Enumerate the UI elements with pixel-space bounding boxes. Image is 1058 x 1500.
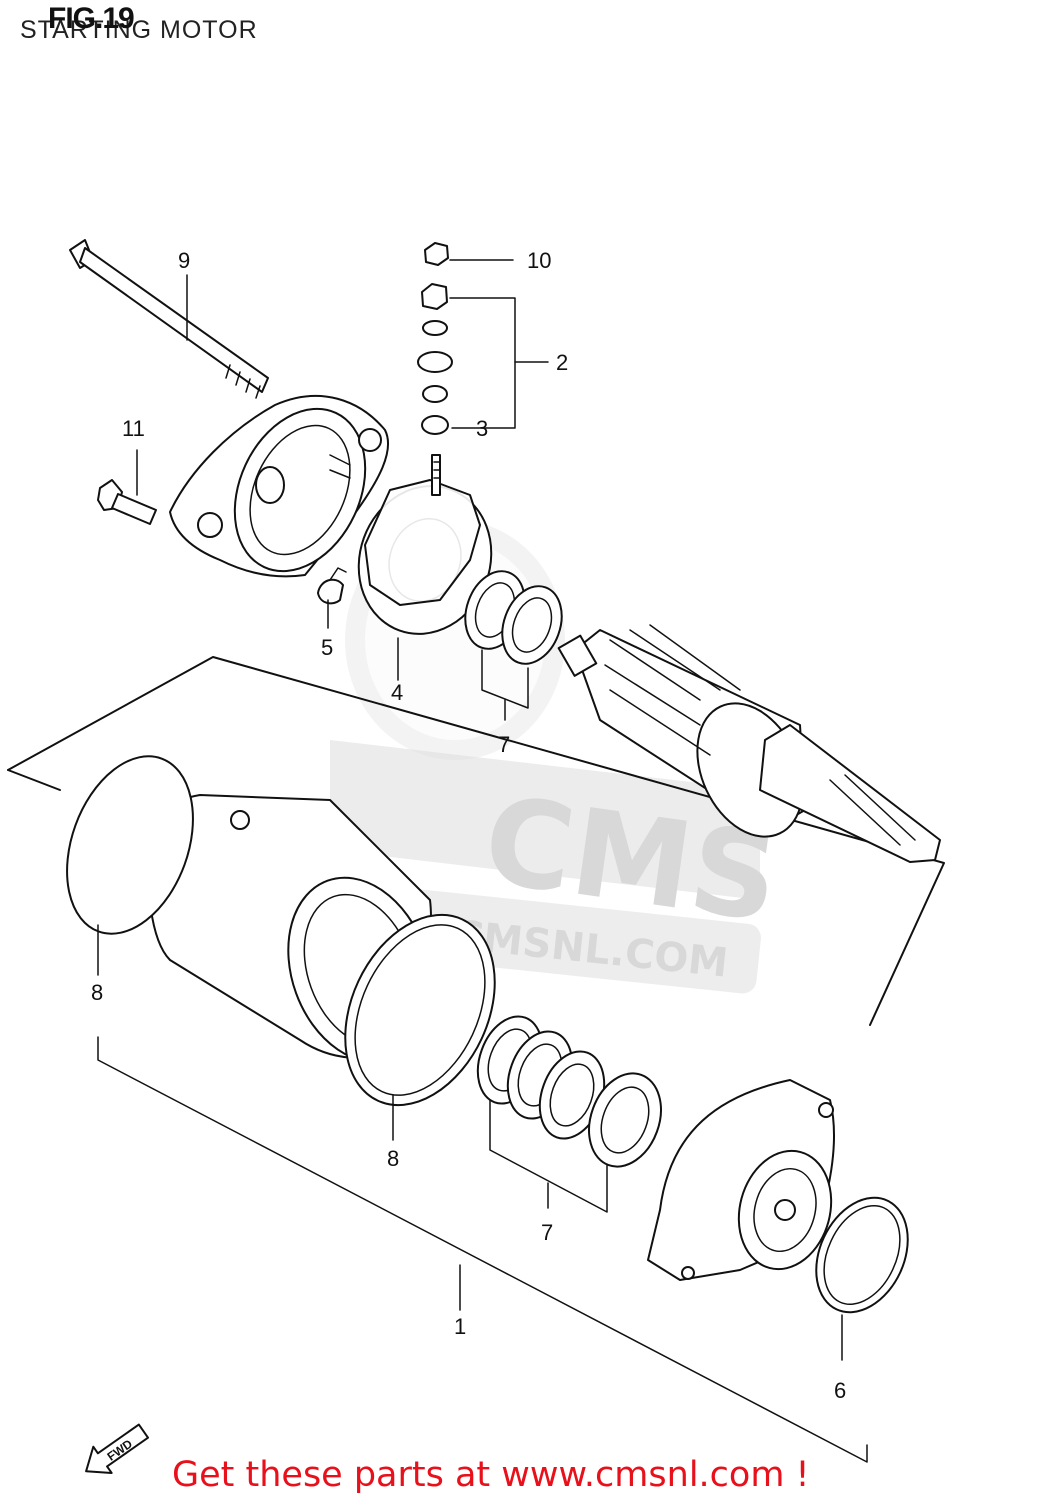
callout-8-left: 8 xyxy=(91,980,103,1005)
o-ring-middle xyxy=(344,913,496,1107)
callout-8-middle: 8 xyxy=(387,1146,399,1171)
housing-end xyxy=(647,1079,835,1281)
callout-5: 5 xyxy=(321,635,333,660)
armature xyxy=(557,624,941,863)
callout-3: 3 xyxy=(476,416,488,441)
through-bolt xyxy=(69,239,269,399)
callout-4: 4 xyxy=(391,680,403,705)
diagram-title: STARTING MOTOR xyxy=(20,16,258,44)
callout-10: 10 xyxy=(527,248,551,273)
shim-washers-upper xyxy=(464,570,563,665)
terminal-nut-stack xyxy=(417,242,453,435)
callout-9: 9 xyxy=(178,248,190,273)
brush-holder xyxy=(357,454,493,635)
callout-11: 11 xyxy=(122,416,145,441)
group-bracket-1 xyxy=(97,1036,868,1463)
callout-7-upper: 7 xyxy=(498,732,510,757)
footer-link-text[interactable]: Get these parts at www.cmsnl.com ! xyxy=(172,1455,810,1495)
brush-spring xyxy=(317,567,347,605)
figure-number: FIG.19 xyxy=(48,2,135,35)
fwd-arrow-icon: FWD xyxy=(85,1423,150,1474)
callout-2: 2 xyxy=(556,350,568,375)
shim-washers-lower xyxy=(476,1015,662,1168)
assembly-boundary xyxy=(7,656,945,1026)
callout-1: 1 xyxy=(454,1314,466,1339)
callout-7-lower: 7 xyxy=(541,1220,553,1245)
end-cover xyxy=(169,394,390,578)
screw xyxy=(97,479,157,525)
callout-6: 6 xyxy=(834,1378,846,1403)
